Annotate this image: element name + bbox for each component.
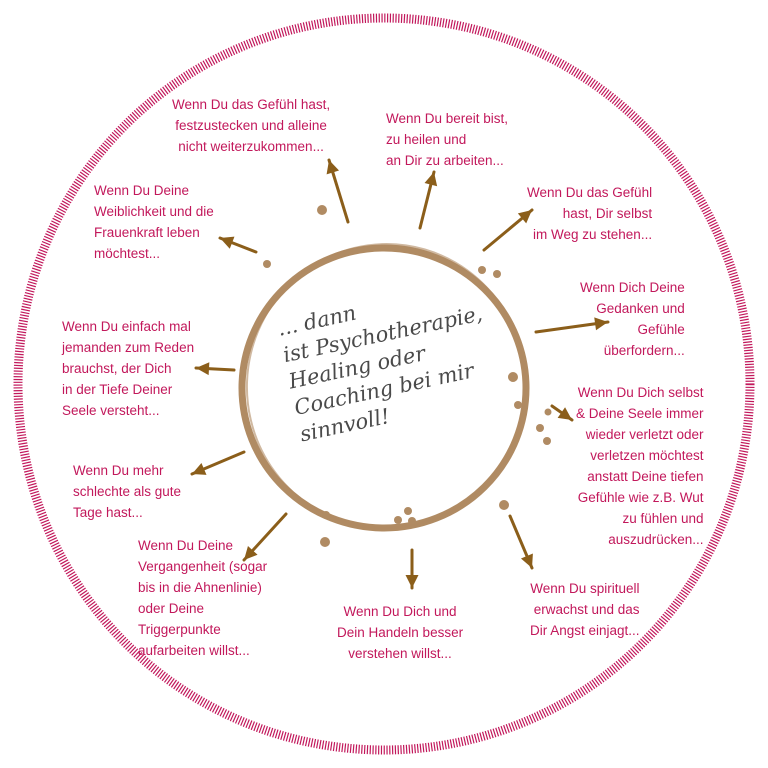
decorative-dot — [514, 401, 522, 409]
decorative-dot — [404, 507, 412, 515]
decorative-dot — [536, 424, 544, 432]
arrow-head — [405, 575, 419, 588]
decorative-dot — [394, 516, 402, 524]
decorative-dots — [263, 205, 552, 547]
arrow-head — [326, 160, 340, 175]
label-left: Wenn Du einfach mal jemanden zum Reden b… — [62, 319, 195, 418]
label-lower-right: Wenn Du Dich selbst & Deine Seele immer … — [576, 385, 704, 547]
decorative-dot — [543, 437, 551, 445]
arrow-head — [196, 362, 210, 376]
arrow-head — [424, 172, 438, 187]
decorative-dot — [263, 260, 271, 268]
label-upper-left: Wenn Du Deine Weiblichkeit und die Fraue… — [94, 183, 214, 261]
arrow-head — [220, 236, 235, 249]
arrow-head — [244, 546, 258, 560]
center-circle-sketch — [245, 243, 527, 529]
arrow-head — [192, 462, 207, 475]
decorative-dot — [408, 517, 416, 525]
label-bottom-center: Wenn Du Dich und Dein Handeln besser ver… — [337, 604, 464, 661]
arrow-head — [594, 317, 608, 331]
label-top-right: Wenn Du bereit bist, zu heilen und an Di… — [386, 111, 509, 168]
label-lower-left: Wenn Du mehr schlechte als gute Tage has… — [73, 463, 182, 520]
arrows-group — [190, 158, 610, 590]
label-right: Wenn Dich Deine Gedanken und Gefühle übe… — [580, 280, 685, 358]
label-bottom-left: Wenn Du Deine Vergangenheit (sogar bis i… — [138, 538, 268, 658]
decorative-dot — [508, 372, 518, 382]
decorative-dot — [499, 500, 509, 510]
arrow-head — [517, 210, 532, 224]
label-upper-right: Wenn Du das Gefühl hast, Dir selbst im W… — [527, 185, 653, 242]
label-bottom-right: Wenn Du spirituell erwachst und das Dir … — [530, 581, 640, 638]
arrow-head — [557, 407, 572, 420]
decorative-dot — [320, 537, 330, 547]
outer-ring — [13, 13, 755, 755]
decorative-dot — [478, 266, 486, 274]
label-top-center: Wenn Du das Gefühl hast, festzustecken u… — [172, 97, 331, 154]
decorative-dot — [544, 408, 552, 416]
decorative-dot — [322, 511, 330, 519]
decorative-dot — [493, 270, 501, 278]
decorative-dot — [317, 205, 327, 215]
arrow-head — [520, 553, 533, 568]
